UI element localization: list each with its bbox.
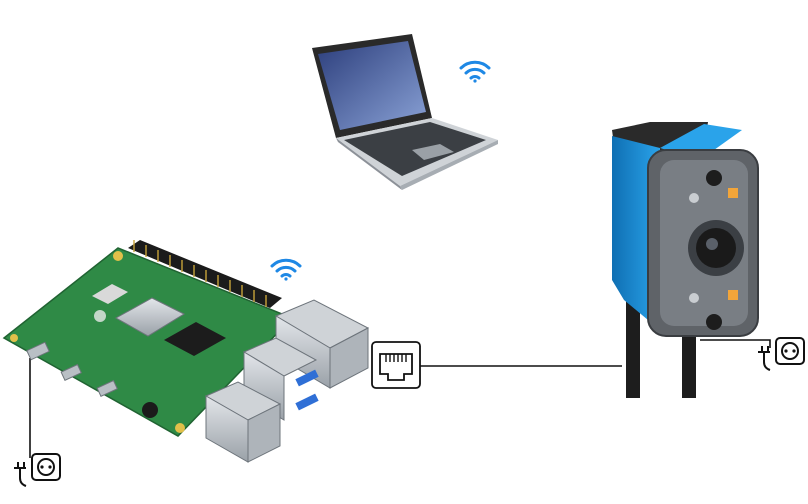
raspberry-pi-board-icon	[2, 240, 370, 463]
edge-power-to-sensor	[700, 339, 771, 348]
laptop-icon	[312, 34, 498, 190]
connections	[29, 339, 771, 458]
wifi-icon	[459, 60, 491, 83]
ethernet-port-icon	[371, 341, 421, 389]
camera-sensor-icon	[612, 122, 759, 398]
power-plug-icon	[758, 337, 805, 371]
wifi-icon	[270, 258, 302, 281]
power-plug-icon	[14, 453, 61, 487]
